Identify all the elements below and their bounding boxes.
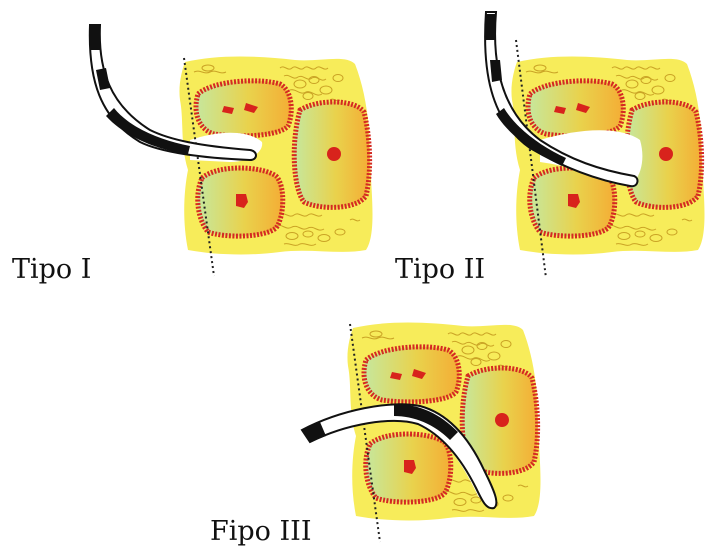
panel-tipo-2 [485, 12, 704, 278]
panel-tipo-1 [90, 25, 373, 276]
label-tipo-3: Fipo III [210, 516, 312, 547]
label-tipo-2: Tipo II [395, 254, 485, 285]
panel-tipo-3 [302, 323, 541, 543]
label-tipo-1: Tipo I [12, 254, 91, 285]
